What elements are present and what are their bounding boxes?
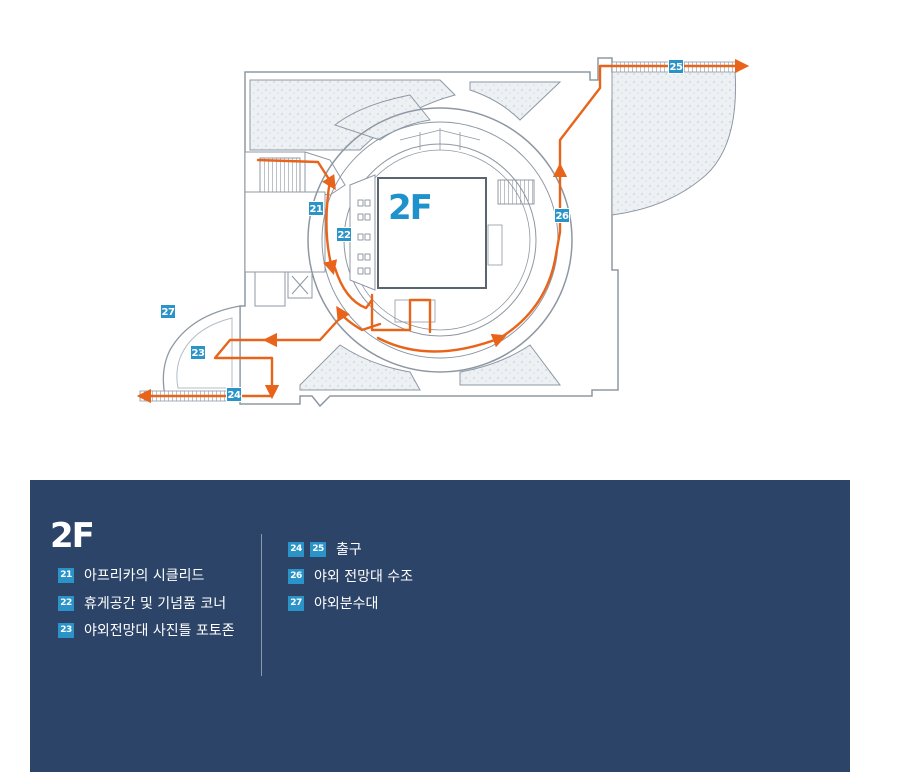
map-marker-25: 25 — [668, 59, 684, 74]
map-floor-label: 2F — [388, 188, 433, 228]
legend-badge: 21 — [58, 567, 74, 583]
legend-label: 야외전망대 사진틀 포토존 — [84, 623, 235, 639]
map-marker-27: 27 — [160, 304, 176, 319]
floor-map: 21 22 23 24 25 26 27 2F — [136, 57, 750, 408]
legend-badge: 27 — [288, 595, 304, 611]
legend-divider — [261, 534, 262, 676]
legend-item-23: 23 야외전망대 사진틀 포토존 — [58, 621, 235, 639]
legend-item-27: 27 야외분수대 — [288, 594, 378, 612]
legend-badge: 26 — [288, 568, 304, 584]
legend-badge: 25 — [310, 541, 326, 557]
legend-badge: 23 — [58, 622, 74, 638]
legend-floor-title: 2F — [50, 516, 95, 556]
legend-label: 아프리카의 시클리드 — [84, 568, 205, 584]
map-marker-26: 26 — [554, 208, 570, 223]
map-marker-23: 23 — [190, 345, 206, 360]
legend-item-21: 21 아프리카의 시클리드 — [58, 566, 204, 584]
legend-badge: 22 — [58, 595, 74, 611]
visitor-route — [136, 58, 750, 404]
legend-item-26: 26 야외 전망대 수조 — [288, 567, 413, 585]
map-marker-24: 24 — [226, 387, 242, 402]
map-marker-22: 22 — [336, 227, 352, 242]
legend-label: 야외 전망대 수조 — [314, 569, 414, 585]
legend-item-22: 22 휴게공간 및 기념품 코너 — [58, 594, 226, 612]
legend-label: 출구 — [336, 542, 362, 558]
floor-plan-drawing — [136, 57, 750, 408]
landscape-areas — [249, 79, 562, 391]
legend-badge: 24 — [288, 541, 304, 557]
map-marker-21: 21 — [308, 201, 324, 216]
legend-label: 휴게공간 및 기념품 코너 — [84, 596, 227, 612]
legend-panel: 2F 21 아프리카의 시클리드 22 휴게공간 및 기념품 코너 23 야외전… — [30, 480, 850, 772]
legend-label: 야외분수대 — [314, 596, 379, 612]
outdoor-terrace — [611, 61, 738, 216]
legend-item-24-25: 24 25 출구 — [288, 540, 362, 558]
central-tank — [349, 128, 503, 323]
